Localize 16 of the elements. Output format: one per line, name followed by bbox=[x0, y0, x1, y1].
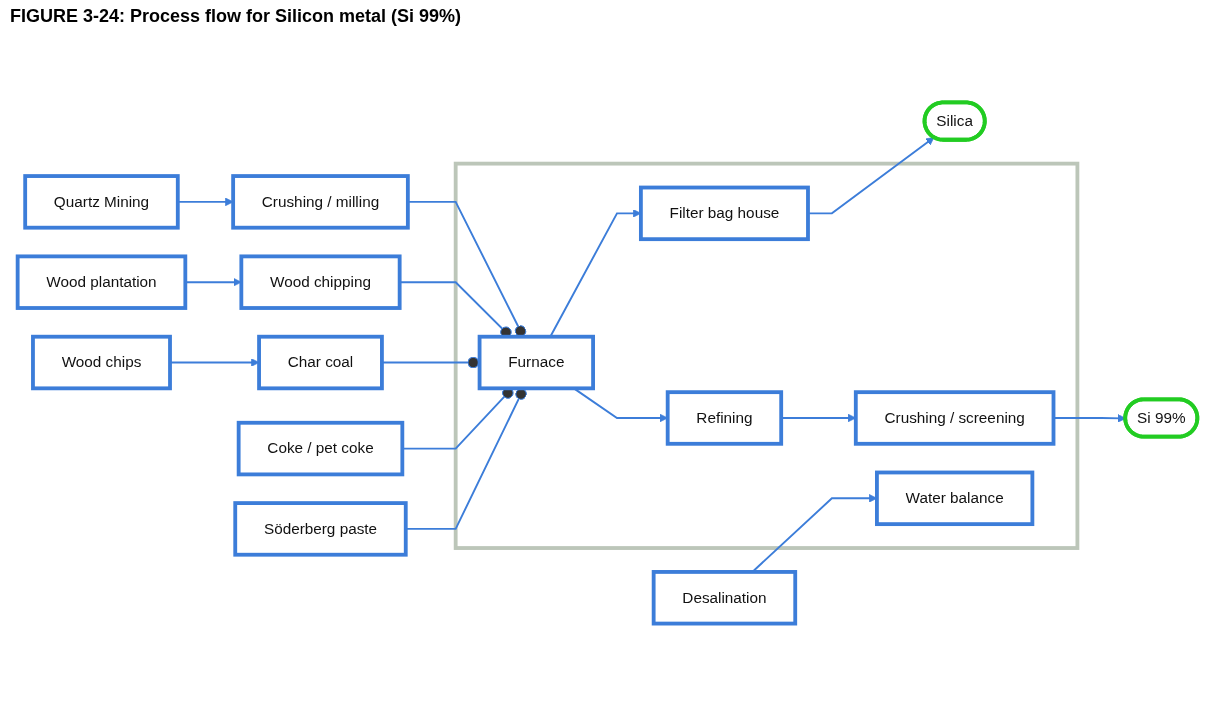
node-box: Quartz Mining bbox=[23, 174, 180, 230]
node-box: Furnace bbox=[477, 334, 595, 391]
node-box: Refining bbox=[665, 390, 784, 446]
node-box: Desalination bbox=[651, 570, 798, 626]
node-box: Filter bag house bbox=[639, 185, 810, 242]
node-box: Char coal bbox=[257, 334, 384, 391]
node-box: Crushing / milling bbox=[231, 174, 410, 230]
node-box: Wood chips bbox=[31, 334, 172, 391]
cluster bbox=[453, 161, 1080, 550]
node-box: Wood plantation bbox=[15, 254, 188, 310]
node-box: Söderberg paste bbox=[233, 501, 408, 557]
node-box: Water balance bbox=[875, 470, 1035, 527]
node-box: Crushing / screening bbox=[853, 390, 1056, 446]
node-box: Coke / pet coke bbox=[236, 420, 405, 477]
node-box: Wood chipping bbox=[239, 254, 402, 310]
figure-title: FIGURE 3-24: Process flow for Silicon metal (Si 99%) bbox=[10, 6, 462, 27]
